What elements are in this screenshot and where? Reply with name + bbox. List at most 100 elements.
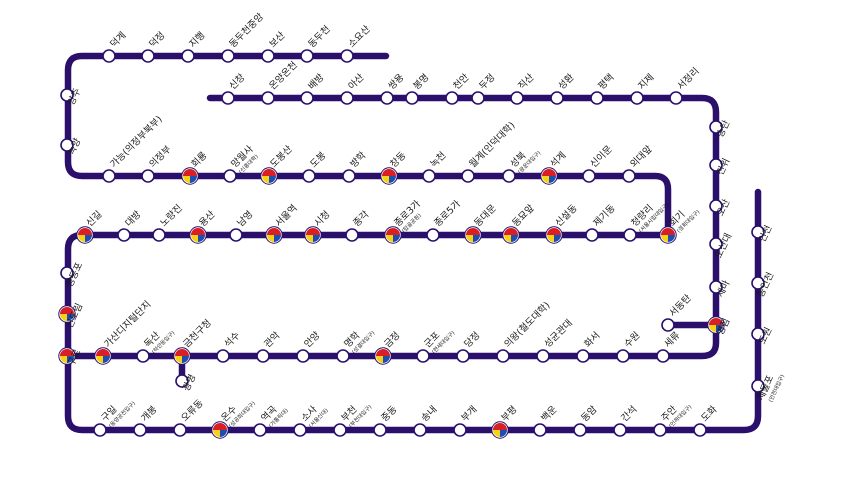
transfer-mark-segment bbox=[547, 228, 561, 235]
station-dot bbox=[623, 228, 637, 242]
station-label: 성균관대 bbox=[542, 318, 575, 351]
station-dot bbox=[536, 349, 550, 363]
station-label: 대방 bbox=[123, 209, 143, 229]
station-label: 신이문 bbox=[588, 144, 615, 171]
station-s23[interactable]: 가능(의정부북부) bbox=[102, 114, 165, 183]
station-label: 백운 bbox=[539, 404, 559, 424]
station-dot bbox=[133, 423, 147, 437]
station-dot bbox=[173, 423, 187, 437]
transfer-mark-segment bbox=[190, 176, 197, 183]
station-s34[interactable]: 석계 bbox=[540, 149, 569, 185]
transfer-mark-segment bbox=[175, 356, 182, 363]
station-s9[interactable]: 녹양 bbox=[60, 136, 84, 157]
transfer-mark-segment bbox=[96, 349, 110, 356]
station-label: 송내 bbox=[419, 404, 439, 424]
station-dot bbox=[216, 349, 230, 363]
station-dot bbox=[373, 423, 387, 437]
transfer-mark-segment bbox=[661, 228, 675, 235]
transfer-mark-segment bbox=[213, 430, 220, 437]
station-dot bbox=[181, 49, 195, 63]
station-label: 시청 bbox=[312, 209, 332, 229]
station-label: 당정 bbox=[462, 330, 482, 350]
transfer-mark-segment bbox=[191, 228, 205, 235]
station-label: 석수 bbox=[222, 330, 242, 350]
transfer-mark-segment bbox=[85, 235, 92, 242]
transfer-mark-segment bbox=[67, 356, 74, 363]
transfer-mark-segment bbox=[386, 235, 393, 242]
station-label: 남영 bbox=[235, 209, 255, 229]
station-dot bbox=[616, 349, 630, 363]
transfer-mark-segment bbox=[78, 235, 85, 242]
station-dot bbox=[380, 91, 394, 105]
transfer-mark-segment bbox=[103, 356, 110, 363]
transfer-mark-segment bbox=[473, 235, 480, 242]
station-dot bbox=[661, 318, 675, 332]
transfer-mark-segment bbox=[198, 235, 205, 242]
station-s69[interactable]: 명학(성결대입구) bbox=[336, 329, 376, 363]
station-dot bbox=[345, 228, 359, 242]
transfer-mark-segment bbox=[709, 325, 716, 332]
station-label: 직산 bbox=[516, 72, 536, 92]
station-label: 덕계 bbox=[108, 29, 129, 50]
station-label: 석계 bbox=[548, 149, 569, 170]
transfer-mark-segment bbox=[511, 235, 518, 242]
station-dot bbox=[590, 91, 604, 105]
station-dot bbox=[751, 379, 765, 393]
station-dot bbox=[622, 169, 636, 183]
station-label: 수원 bbox=[622, 330, 642, 350]
transfer-mark-segment bbox=[542, 169, 556, 176]
station-label: 성환 bbox=[556, 71, 577, 92]
station-dot bbox=[709, 120, 723, 134]
station-label: 덕정 bbox=[147, 30, 167, 50]
transfer-mark-segment bbox=[466, 228, 480, 235]
line-tracks bbox=[64, 52, 762, 434]
transfer-mark-segment bbox=[220, 430, 227, 437]
station-dot bbox=[426, 228, 440, 242]
station-dot bbox=[117, 228, 131, 242]
station-s42[interactable]: 병점 bbox=[707, 316, 733, 337]
track-segment bbox=[64, 94, 720, 360]
transfer-mark-segment bbox=[386, 228, 400, 235]
station-dot bbox=[229, 228, 243, 242]
station-dot bbox=[461, 169, 475, 183]
station-label: 동대문 bbox=[472, 203, 499, 230]
transfer-mark-segment bbox=[175, 349, 189, 356]
station-label: 신설동 bbox=[553, 203, 580, 230]
station-dot bbox=[293, 423, 307, 437]
station-dot bbox=[416, 349, 430, 363]
transfer-mark-segment bbox=[67, 314, 74, 321]
station-dot bbox=[656, 349, 670, 363]
station-dot bbox=[300, 91, 314, 105]
station-dot bbox=[60, 88, 74, 102]
station-label: 소요산 bbox=[346, 24, 373, 51]
station-dot bbox=[445, 91, 459, 105]
station-s78[interactable]: 광명 bbox=[175, 372, 198, 393]
station-dot bbox=[93, 423, 107, 437]
station-dot bbox=[253, 423, 267, 437]
transfer-mark-segment bbox=[383, 356, 390, 363]
transfer-mark-segment bbox=[274, 235, 281, 242]
station-dot bbox=[471, 91, 485, 105]
station-dot bbox=[709, 199, 723, 213]
station-s62[interactable]: 구로 bbox=[58, 347, 84, 368]
station-label: 도봉산 bbox=[268, 144, 295, 171]
station-dot bbox=[630, 91, 644, 105]
station-label: 도화 bbox=[699, 404, 719, 424]
station-s60[interactable]: 영등포 bbox=[60, 261, 85, 290]
station-label: 오류동 bbox=[179, 398, 206, 425]
station-dot bbox=[613, 423, 627, 437]
transfer-mark-segment bbox=[60, 314, 67, 321]
station-dot bbox=[709, 237, 723, 251]
station-s8[interactable]: 양주 bbox=[60, 86, 84, 107]
station-dot bbox=[502, 169, 516, 183]
station-dot bbox=[693, 423, 707, 437]
station-dot bbox=[340, 49, 354, 63]
station-label: 온양온천 bbox=[267, 60, 300, 93]
transfer-mark-segment bbox=[191, 235, 198, 242]
station-dot bbox=[175, 374, 189, 388]
station-s61[interactable]: 신도림 bbox=[58, 301, 85, 330]
station-s70[interactable]: 금정 bbox=[374, 330, 403, 365]
station-dot bbox=[296, 349, 310, 363]
station-label: 동암 bbox=[579, 403, 600, 424]
